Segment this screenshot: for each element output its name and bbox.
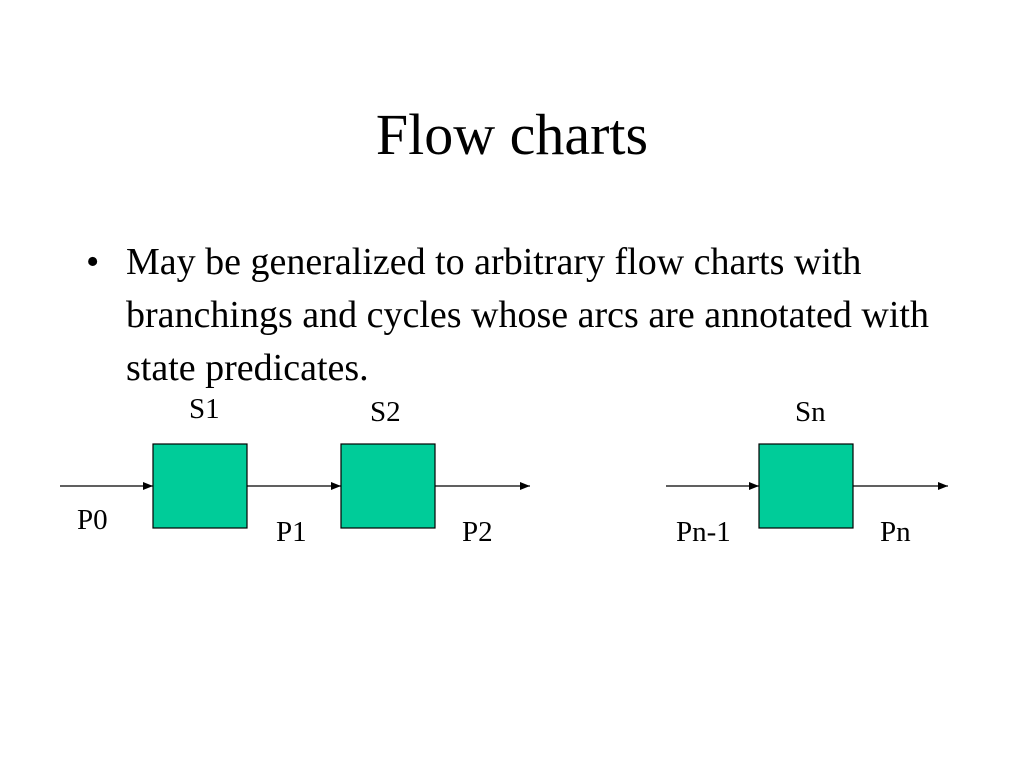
predicate-label-p1: P1 [276,516,307,548]
predicate-label-pn: Pn [880,516,911,548]
state-box-s1 [152,443,248,529]
state-label-s2: S2 [370,396,401,428]
predicate-label-p0: P0 [77,504,108,536]
state-label-s1: S1 [189,393,220,425]
predicate-label-p2: P2 [462,516,493,548]
state-label-sn: Sn [795,396,826,428]
predicate-label-pn-1: Pn-1 [676,516,731,548]
state-box-sn [758,443,854,529]
bullet-icon: • [86,241,100,283]
state-box-s2 [340,443,436,529]
bullet-text: May be generalized to arbitrary flow cha… [126,241,929,389]
slide-title: Flow charts [375,102,649,167]
